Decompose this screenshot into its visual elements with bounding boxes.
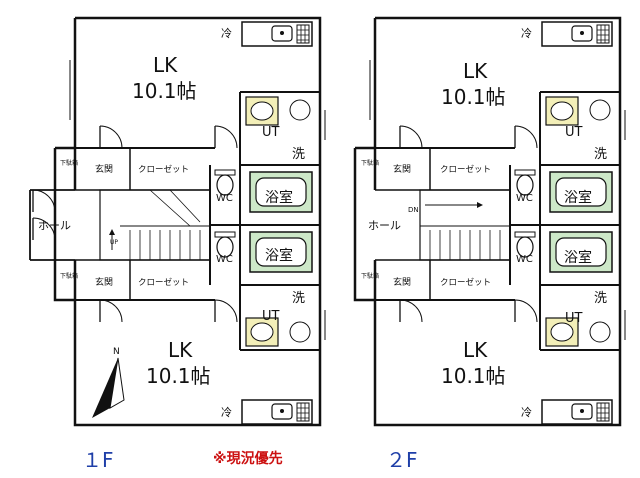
shoe-box-label: 下駄箱 [361, 272, 379, 280]
entry-wall [353, 146, 375, 302]
kitchen-sink-stove-icon [241, 399, 313, 425]
washer-label: 洗 [594, 147, 607, 162]
room-label-lk: LK [168, 338, 193, 362]
room-label-hall: ホール [368, 219, 401, 232]
washing-machine-icon [289, 321, 311, 343]
door-swing [214, 299, 238, 323]
room-label-hall: ホール [38, 219, 71, 232]
room-label-wc: WC [216, 193, 233, 204]
door-swing [214, 125, 238, 149]
inner-wall [75, 148, 210, 300]
fridge-label: 冷 [521, 27, 532, 40]
room-label-ut: UT [565, 125, 583, 140]
room-label-bath: 浴室 [265, 247, 293, 264]
room-label-lk: LK [463, 59, 488, 83]
room-label-wc: WC [216, 254, 233, 265]
room-label-entrance: 玄関 [95, 276, 113, 288]
kitchen-sink-stove-icon [541, 399, 613, 425]
door-swing [399, 299, 423, 323]
room-label-closet: クローゼット [440, 277, 491, 288]
current-condition-note: ※現況優先 [213, 450, 283, 467]
shoe-box-label: 下駄箱 [60, 272, 78, 280]
washer-label: 洗 [292, 147, 305, 162]
door-swing [99, 299, 123, 323]
room-label-closet: クローゼット [440, 164, 491, 175]
window [369, 60, 626, 340]
room-label-bath: 浴室 [564, 249, 592, 266]
window [69, 60, 326, 340]
washer-label: 洗 [594, 291, 607, 306]
room-label-lk: LK [153, 53, 178, 77]
washing-machine-icon [289, 99, 311, 121]
room-size: 10.1帖 [441, 364, 506, 388]
plan-1f [29, 16, 326, 427]
kitchen-sink-stove-icon [541, 21, 613, 47]
washing-machine-icon [589, 321, 611, 343]
room-label-ut: UT [262, 309, 280, 324]
room-label-entrance: 玄関 [393, 163, 411, 175]
floor-label-1f: １F [82, 448, 114, 472]
shoe-box-label: 下駄箱 [361, 159, 379, 167]
staircase [99, 189, 211, 261]
room-label-bath: 浴室 [564, 189, 592, 206]
stair-direction-label: UP [110, 239, 118, 246]
north-label: N [113, 347, 120, 357]
room-size: 10.1帖 [132, 79, 197, 103]
floor-label-2f: ２F [386, 448, 418, 472]
room-size: 10.1帖 [146, 364, 211, 388]
fridge-label: 冷 [521, 406, 532, 419]
inner-wall [375, 148, 510, 300]
partition-wall [75, 147, 215, 301]
toilet-icon [214, 169, 236, 196]
door-swing [514, 299, 538, 323]
door-swing [399, 125, 423, 149]
room-label-bath: 浴室 [265, 189, 293, 206]
stair-direction-label: DN [408, 206, 419, 214]
room-label-wc: WC [516, 254, 533, 265]
room-label-entrance: 玄関 [393, 276, 411, 288]
shoe-box-label: 下駄箱 [60, 159, 78, 167]
fridge-label: 冷 [221, 27, 232, 40]
room-label-ut: UT [262, 125, 280, 140]
washbasin-icon [545, 96, 579, 126]
north-arrow-icon: N [92, 347, 125, 418]
entry-wall [53, 146, 75, 302]
staircase [419, 189, 511, 261]
room-label-closet: クローゼット [138, 164, 189, 175]
kitchen-sink-stove-icon [241, 21, 313, 47]
room-label-ut: UT [565, 311, 583, 326]
room-label-lk: LK [463, 338, 488, 362]
washer-label: 洗 [292, 291, 305, 306]
room-label-closet: クローゼット [138, 277, 189, 288]
door-swing [32, 189, 56, 213]
door-swing [99, 125, 123, 149]
door-swing [514, 125, 538, 149]
room-label-entrance: 玄関 [95, 163, 113, 175]
partition-wall [375, 147, 515, 301]
fridge-label: 冷 [221, 406, 232, 419]
washbasin-icon [245, 96, 279, 126]
room-label-wc: WC [516, 193, 533, 204]
toilet-icon [514, 169, 536, 196]
plan-2f [353, 16, 626, 427]
washing-machine-icon [589, 99, 611, 121]
room-size: 10.1帖 [441, 85, 506, 109]
